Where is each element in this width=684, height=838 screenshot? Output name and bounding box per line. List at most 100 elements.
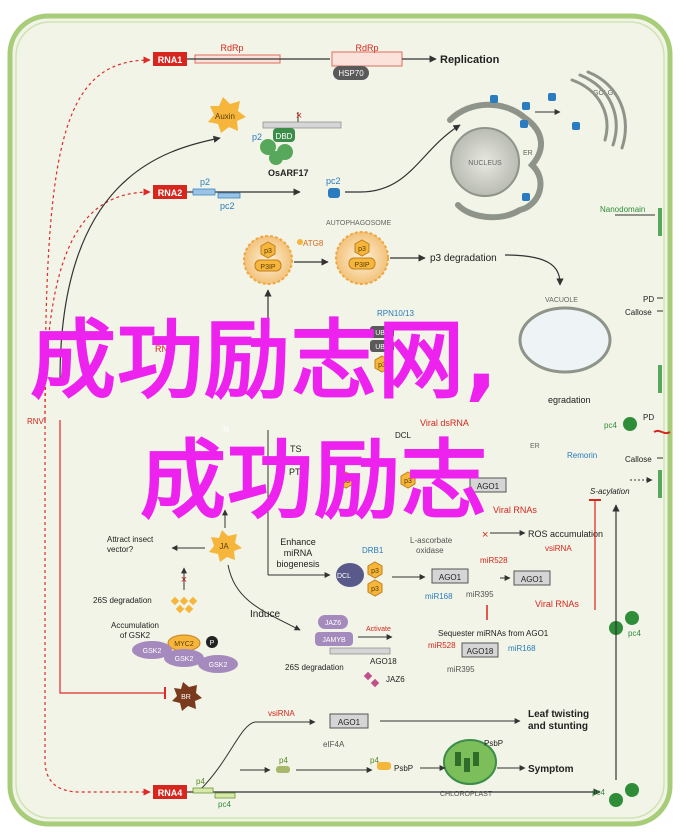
attract-line-2: vector?	[107, 545, 134, 554]
pd-wall-2	[658, 365, 662, 393]
myc2-label: MYC2	[174, 641, 194, 648]
atg8-label: ATG8	[303, 239, 324, 248]
rna-dashed-arrows	[44, 56, 151, 796]
pc4-label-3: pc4	[218, 800, 231, 809]
svg-text:×: ×	[482, 529, 488, 541]
activate-label: Activate	[366, 626, 391, 633]
gsk2-label-1: GSK2	[143, 648, 162, 655]
p4-label-3: p4	[370, 756, 379, 765]
ubiquitin-chain-2	[363, 671, 380, 688]
br-label: BR	[181, 694, 191, 701]
rna3-partial-label: RNA	[155, 344, 174, 354]
induce-label: Induce	[250, 609, 280, 620]
pd-label-1: PD	[643, 295, 654, 304]
leaf-line-1: Leaf twisting	[528, 709, 589, 720]
ago1-box-bottom	[329, 713, 369, 729]
chloroplast-label: CHLOROPLAST	[440, 791, 493, 798]
ago1-box-mid	[431, 568, 469, 584]
p4-label-1: p4	[196, 777, 205, 786]
ago1-label-bottom: AGO1	[338, 718, 361, 727]
phospho-badge	[206, 636, 218, 648]
remorin-label: Remorin	[567, 451, 597, 460]
rna2-box	[153, 185, 187, 199]
viral-dsrna-label: Viral dsRNA	[420, 418, 469, 428]
ros-accumulation-label: ROS accumulation	[528, 529, 603, 539]
psbp-label-1: PsbP	[484, 739, 503, 748]
rpn1013-label: RPN10/13	[377, 309, 414, 318]
ago1-label-right: AGO1	[521, 575, 544, 584]
er-label-2: ER	[530, 443, 540, 450]
mir168-label: miR168	[425, 592, 453, 601]
rdrp-box	[331, 51, 403, 67]
degradation-26s-label: 26S degradation	[93, 596, 152, 605]
golgi-stack	[570, 70, 627, 150]
rdrp-label-1: RdRp	[220, 43, 243, 53]
hsp70-label: HSP70	[338, 69, 364, 78]
dbd-label: DBD	[276, 132, 293, 141]
drb1-label: DRB1	[362, 546, 384, 555]
pd-wall-1	[658, 208, 662, 236]
p2-label-1: p2	[252, 132, 262, 142]
vsirna-label-1: vsiRNA	[545, 544, 572, 553]
er-membrane	[447, 101, 544, 221]
p3ip-label-1: P3IP	[260, 264, 276, 271]
mir528-label-2: miR528	[428, 641, 456, 650]
pc2-label-1: pc2	[220, 201, 235, 211]
viral-rnas-label-2: Viral RNAs	[535, 599, 579, 609]
p2-label-2: p2	[200, 177, 210, 187]
hsp70-pill	[333, 66, 369, 80]
osarf17-label: OsARF17	[268, 168, 309, 178]
ja-label: JA	[219, 542, 229, 551]
ago1-label-top: AGO1	[477, 482, 500, 491]
gsk2-label-2: GSK2	[175, 656, 194, 663]
pc4-label-1: pc4	[604, 421, 617, 430]
viral-rnas-label-1: Viral RNAs	[493, 505, 537, 515]
rna1-label: RNA1	[158, 55, 183, 65]
p3-label-3: p3	[378, 362, 386, 369]
lasc-line-2: oxidase	[416, 546, 444, 555]
pc2-label-2: pc2	[326, 176, 341, 186]
p3-label-5: p3	[404, 478, 412, 485]
br-inhibition-line	[59, 420, 165, 694]
plant-cell	[7, 13, 673, 827]
mir168-label-2: miR168	[508, 644, 536, 653]
mir395-label: miR395	[466, 590, 494, 599]
callose-label-2: Callose	[625, 455, 652, 464]
pc2-proteins-golgi	[490, 93, 580, 201]
ts-partial-label: TS	[290, 444, 302, 454]
vsirna-label-2: vsiRNA	[268, 709, 295, 718]
ja-star	[209, 530, 242, 562]
nucleus	[450, 127, 520, 197]
auxin-star	[208, 97, 246, 133]
cell-inner-border	[15, 21, 665, 819]
p3-label-2: p3	[358, 246, 366, 253]
autophagosome-label: AUTOPHAGOSOME	[326, 220, 392, 227]
p3-degradation-label: p3 degradation	[430, 253, 497, 264]
vacuole	[518, 306, 612, 374]
rna4-box	[153, 785, 187, 799]
pc4-dot-1	[623, 417, 637, 431]
nucleus-label: NUCLEUS	[468, 160, 502, 167]
accumulation-line-2: of GSK2	[120, 631, 151, 640]
nanodomain-label: Nanodomain	[600, 205, 645, 214]
pc4-label-2: pc4	[628, 629, 641, 638]
rsv-partial-label: RNV	[27, 417, 45, 426]
pts-partial-label: PTS	[289, 467, 307, 477]
br-star	[172, 682, 202, 711]
enhance-line-2: miRNA	[284, 548, 313, 558]
ago1-box-right	[513, 570, 551, 586]
vacuole-label: VACUOLE	[545, 297, 578, 304]
attract-line-1: Attract insect	[107, 535, 154, 544]
degradation-partial-label: egradation	[548, 395, 591, 405]
leaf-line-2: and stunting	[528, 721, 588, 732]
p-badge-label: P	[210, 640, 215, 647]
dna-bar	[262, 121, 342, 129]
pd-label-2: PD	[643, 413, 654, 422]
elf4a-label: eIF4A	[323, 740, 345, 749]
enhance-line-3: biogenesis	[276, 559, 320, 569]
mir528-label: miR528	[480, 556, 508, 565]
